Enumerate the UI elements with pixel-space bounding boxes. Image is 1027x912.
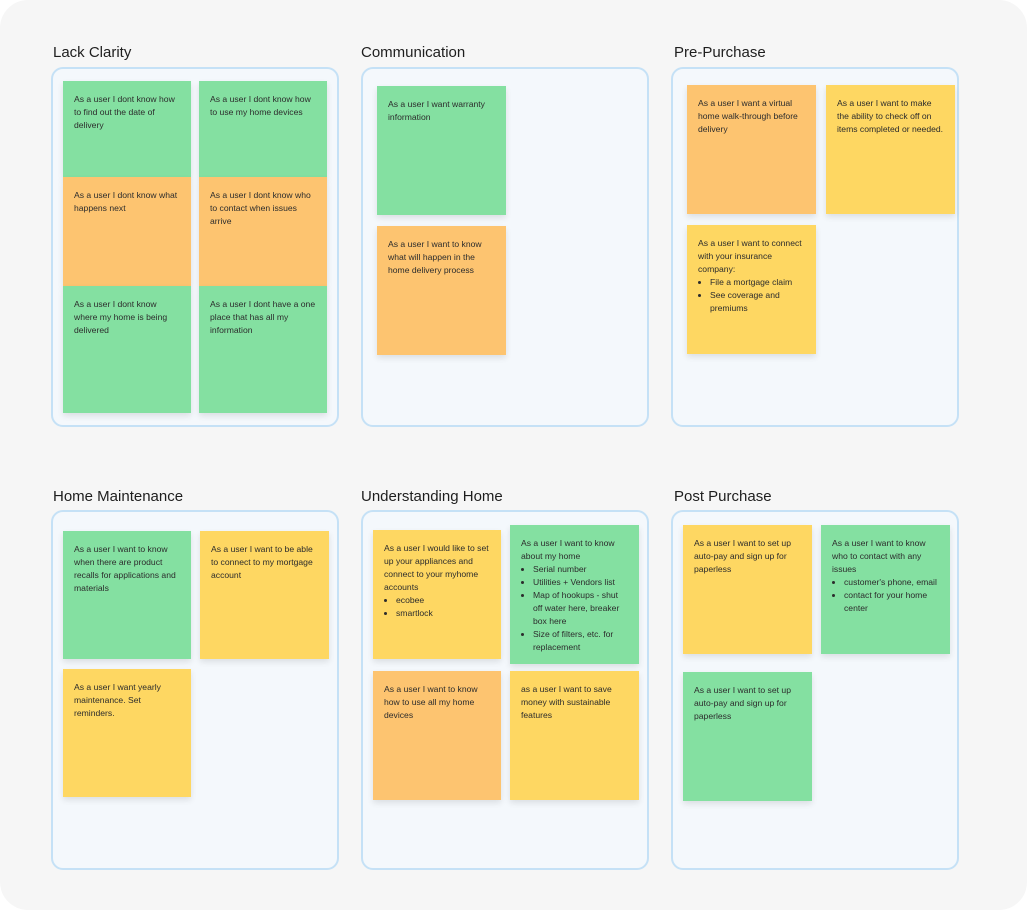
sticky-note-text: As a user I want to know who to contact … xyxy=(832,538,926,574)
sticky-note[interactable]: As a user I want to set up auto-pay and … xyxy=(683,525,812,654)
sticky-note[interactable]: As a user I want to know about my homeSe… xyxy=(510,525,639,664)
sticky-note-text: as a user I want to save money with sust… xyxy=(521,684,612,720)
sticky-note-text: As a user I want to set up auto-pay and … xyxy=(694,685,791,721)
sticky-note[interactable]: As a user I dont know how to find out th… xyxy=(63,81,191,177)
sticky-note-text: As a user I want yearly maintenance. Set… xyxy=(74,682,161,718)
sticky-note[interactable]: As a user I dont have a one place that h… xyxy=(199,286,327,413)
section-title-lack-clarity: Lack Clarity xyxy=(53,44,132,61)
section-title-pre-purchase: Pre-Purchase xyxy=(674,44,766,61)
sticky-note[interactable]: As a user I want yearly maintenance. Set… xyxy=(63,669,191,797)
sticky-note[interactable]: As a user I want to know when there are … xyxy=(63,531,191,659)
sticky-note[interactable]: as a user I want to save money with sust… xyxy=(510,671,639,800)
bullet-item: ecobee xyxy=(396,594,491,607)
sticky-note[interactable]: As a user I dont know how to use my home… xyxy=(199,81,327,177)
sticky-note[interactable]: As a user I want a virtual home walk-thr… xyxy=(687,85,816,214)
bullet-item: smartlock xyxy=(396,607,491,620)
sticky-note-text: As a user I want to be able to connect t… xyxy=(211,544,313,580)
sticky-note-bullets: File a mortgage claimSee coverage and pr… xyxy=(698,276,806,315)
sticky-note-text: As a user I dont know how to use my home… xyxy=(210,94,311,117)
sticky-note[interactable]: As a user I want to set up auto-pay and … xyxy=(683,672,812,801)
sticky-note[interactable]: As a user I want to know how to use all … xyxy=(373,671,501,800)
sticky-note-text: As a user I want to set up auto-pay and … xyxy=(694,538,791,574)
sticky-note-text: As a user I want to connect with your in… xyxy=(698,238,802,274)
sticky-note[interactable]: As a user I would like to set up your ap… xyxy=(373,530,501,659)
sticky-note-bullets: customer's phone, emailcontact for your … xyxy=(832,576,940,615)
sticky-note-text: As a user I want to make the ability to … xyxy=(837,98,944,134)
bullet-item: Utilities + Vendors list xyxy=(533,576,629,589)
sticky-note-bullets: ecobeesmartlock xyxy=(384,594,491,620)
sticky-note-text: As a user I dont have a one place that h… xyxy=(210,299,316,335)
sticky-note-text: As a user I want to know when there are … xyxy=(74,544,176,593)
sticky-note[interactable]: As a user I want warranty information xyxy=(377,86,506,215)
sticky-note-text: As a user I dont know what happens next xyxy=(74,190,178,213)
bullet-item: See coverage and premiums xyxy=(710,289,806,315)
sticky-note-text: As a user I dont know how to find out th… xyxy=(74,94,175,130)
sticky-note-text: As a user I would like to set up your ap… xyxy=(384,543,489,592)
bullet-item: customer's phone, email xyxy=(844,576,940,589)
bullet-item: Map of hookups - shut off water here, br… xyxy=(533,589,629,628)
sticky-note[interactable]: As a user I want to be able to connect t… xyxy=(200,531,329,659)
sticky-note[interactable]: As a user I want to connect with your in… xyxy=(687,225,816,354)
sticky-note[interactable]: As a user I want to make the ability to … xyxy=(826,85,955,214)
sticky-note-text: As a user I want a virtual home walk-thr… xyxy=(698,98,798,134)
sticky-note-bullets: Serial numberUtilities + Vendors listMap… xyxy=(521,563,629,654)
section-title-home-maintenance: Home Maintenance xyxy=(53,488,184,505)
sticky-note-text: As a user I want warranty information xyxy=(388,99,485,122)
bullet-item: Size of filters, etc. for replacement xyxy=(533,628,629,654)
bullet-item: Serial number xyxy=(533,563,629,576)
sticky-note-text: As a user I want to know what will happe… xyxy=(388,239,482,275)
bullet-item: File a mortgage claim xyxy=(710,276,806,289)
sticky-note[interactable]: As a user I want to know who to contact … xyxy=(821,525,950,654)
sticky-note-text: As a user I want to know how to use all … xyxy=(384,684,478,720)
sticky-note[interactable]: As a user I dont know where my home is b… xyxy=(63,286,191,413)
sticky-note[interactable]: As a user I want to know what will happe… xyxy=(377,226,506,355)
section-title-post-purchase: Post Purchase xyxy=(674,488,772,505)
sticky-note-text: As a user I dont know where my home is b… xyxy=(74,299,168,335)
section-title-understanding-home: Understanding Home xyxy=(361,488,503,505)
bullet-item: contact for your home center xyxy=(844,589,940,615)
section-title-communication: Communication xyxy=(361,44,466,61)
sticky-note-text: As a user I want to know about my home xyxy=(521,538,615,561)
sticky-note-text: As a user I dont know who to contact whe… xyxy=(210,190,311,226)
sticky-note[interactable]: As a user I dont know who to contact whe… xyxy=(199,177,327,286)
sticky-note[interactable]: As a user I dont know what happens next xyxy=(63,177,191,286)
